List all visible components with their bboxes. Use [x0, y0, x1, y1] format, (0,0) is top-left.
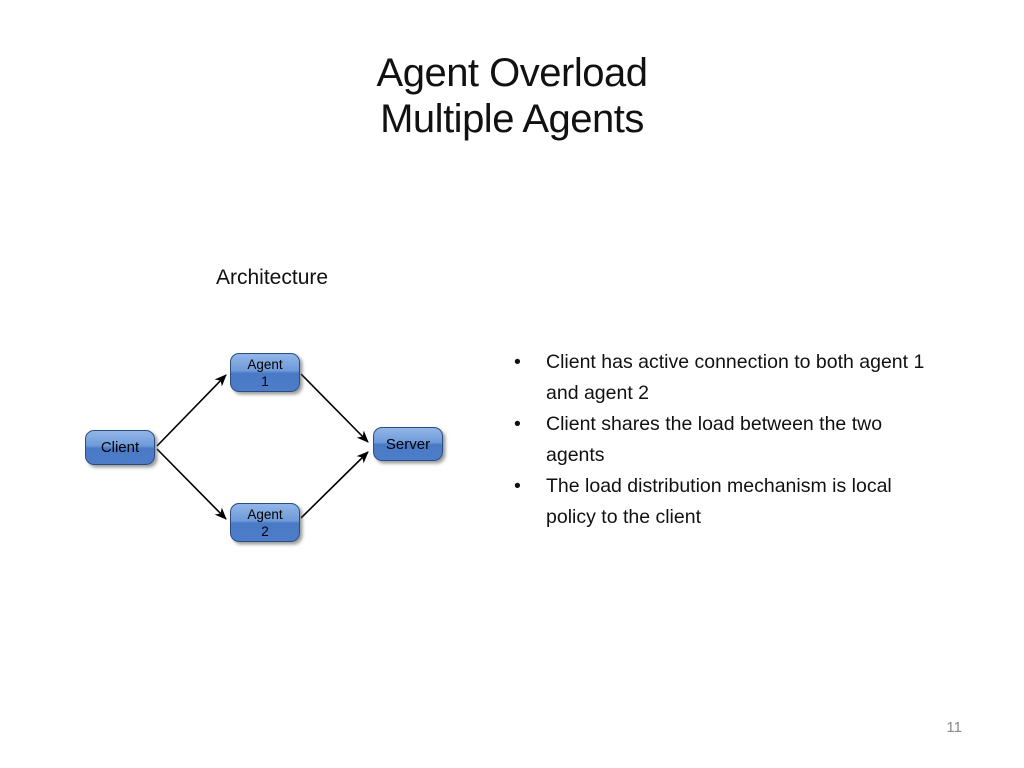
bullet-text: The load distribution mechanism is local… — [546, 475, 892, 528]
edge-client-agent2 — [156, 448, 227, 520]
architecture-label: Architecture — [216, 266, 329, 289]
node-agent2-label-line1: Agent — [247, 506, 283, 522]
node-agent2: Agent 2 — [230, 503, 300, 542]
slide-title-line1: Agent Overload — [376, 51, 648, 95]
node-agent1-label-line2: 1 — [261, 373, 269, 389]
slide-title: Agent Overload Multiple Agents — [0, 50, 1024, 142]
node-server-label: Server — [385, 435, 431, 453]
edge-agent1-server — [300, 373, 369, 443]
node-client-label: Client — [100, 439, 140, 456]
bullet-item: • Client has active connection to both a… — [514, 347, 928, 409]
node-client: Client — [85, 430, 155, 465]
bullet-text: Client shares the load between the two a… — [546, 413, 883, 466]
edge-agent2-server — [300, 451, 369, 519]
slide-title-line2: Multiple Agents — [380, 97, 644, 141]
bullet-list: • Client has active connection to both a… — [514, 347, 928, 533]
bullet-marker: • — [514, 475, 521, 497]
bullet-item: • Client shares the load between the two… — [514, 409, 928, 471]
bullet-marker: • — [514, 413, 521, 435]
page-number: 11 — [946, 719, 962, 736]
node-server: Server — [373, 427, 443, 461]
node-agent1-label-line1: Agent — [247, 356, 283, 372]
edge-client-agent1 — [156, 374, 227, 447]
node-agent2-label-line2: 2 — [261, 523, 269, 539]
bullet-item: • The load distribution mechanism is loc… — [514, 471, 928, 533]
node-agent1: Agent 1 — [230, 353, 300, 392]
bullet-marker: • — [514, 351, 521, 373]
bullet-text: Client has active connection to both age… — [546, 351, 925, 404]
